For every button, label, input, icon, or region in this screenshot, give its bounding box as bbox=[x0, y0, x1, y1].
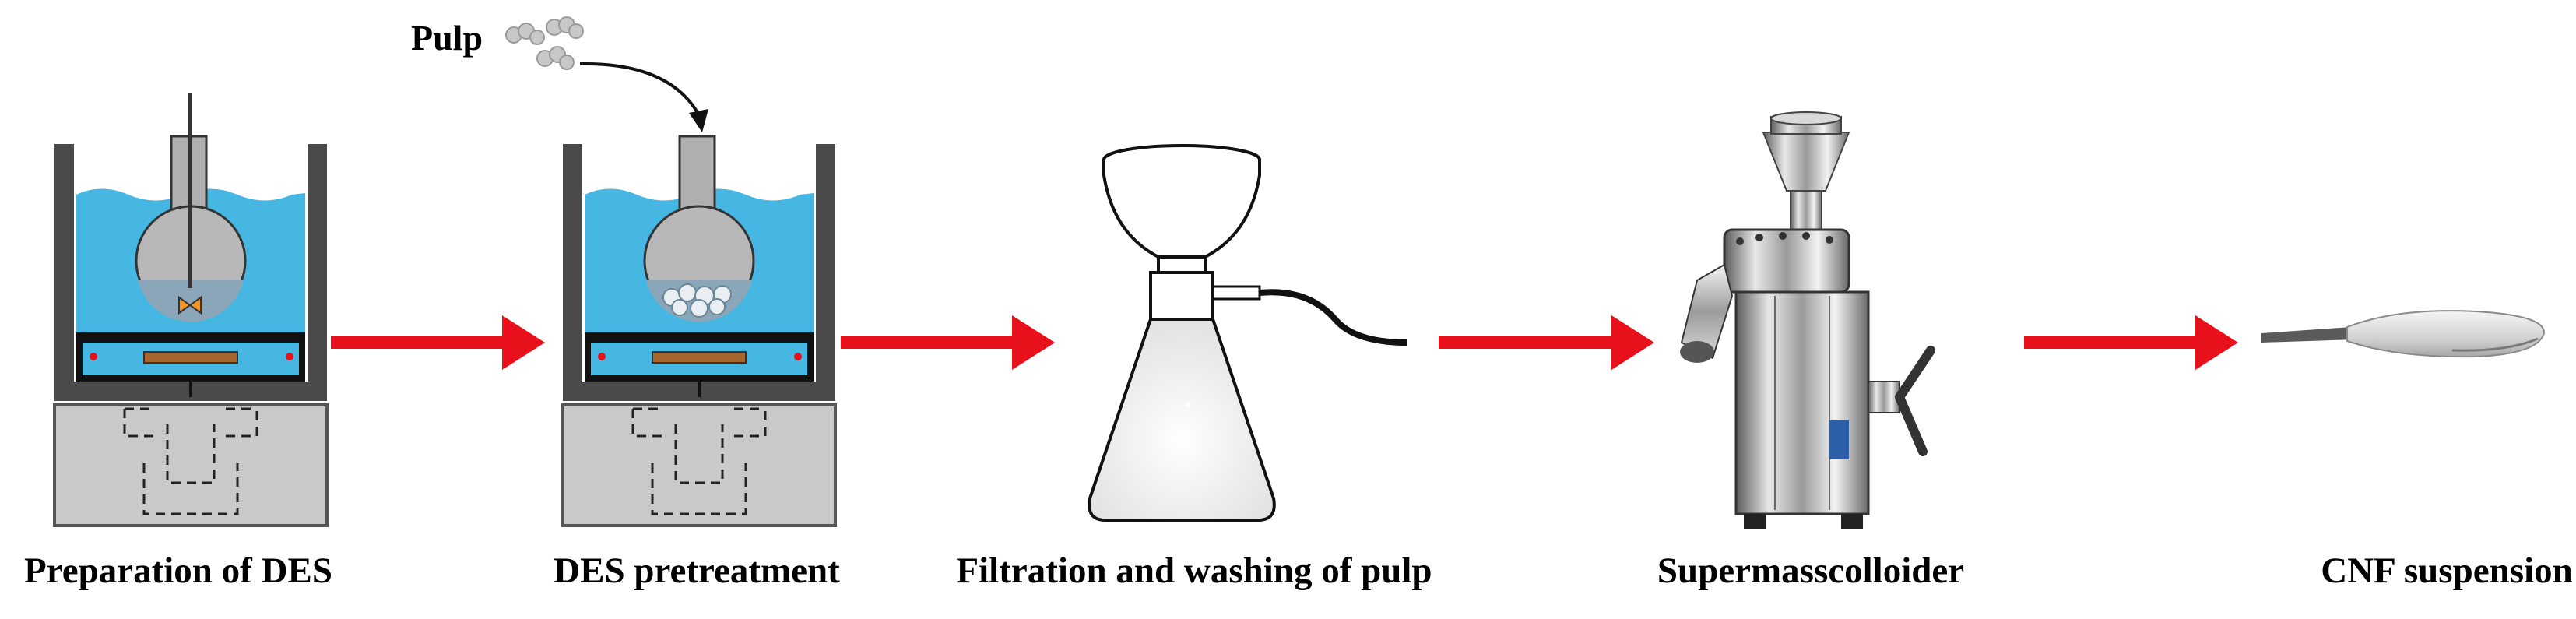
step-label-supermasscolloider: Supermasscolloider bbox=[1657, 550, 1965, 591]
step-label-preparation: Preparation of DES bbox=[23, 550, 333, 591]
colloid-mill-icon bbox=[1680, 111, 1935, 529]
spoon-gel-icon bbox=[2261, 310, 2546, 358]
flow-arrow-icon bbox=[1439, 315, 1654, 370]
step-label-pretreatment: DES pretreatment bbox=[554, 550, 840, 591]
water-bath-stirrer-icon bbox=[53, 93, 329, 527]
flow-arrow-icon bbox=[331, 315, 545, 370]
pulp-label: Pulp bbox=[411, 18, 483, 58]
pulp-flakes-icon bbox=[505, 16, 708, 132]
flow-arrow-icon bbox=[2024, 315, 2238, 370]
water-bath-pulp-icon bbox=[561, 135, 837, 527]
flow-arrow-icon bbox=[841, 315, 1055, 370]
step-label-cnf-suspension: CNF suspension bbox=[2321, 550, 2573, 591]
step-label-filtration: Filtration and washing of pulp bbox=[956, 550, 1432, 591]
vacuum-filtration-icon bbox=[1088, 144, 1408, 522]
